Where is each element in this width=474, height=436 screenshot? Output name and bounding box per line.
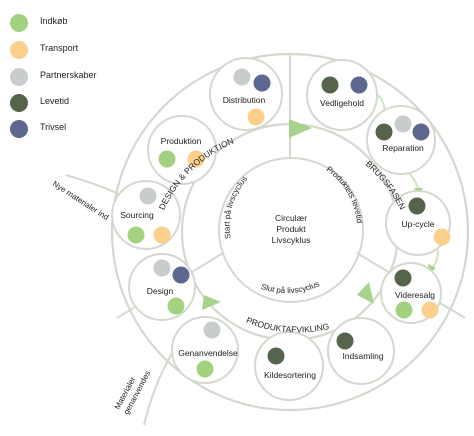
indkob-dot-icon: [196, 360, 214, 378]
legend: Indkøb Transport Partnerskaber Levetid T…: [0, 0, 140, 140]
trivsel-dot-icon: [10, 120, 28, 138]
ring-arrow-icon: [357, 282, 374, 304]
center-title-line2: Produkt: [276, 224, 306, 234]
node-videresalg: Videresalg: [380, 262, 442, 324]
indkob-dot-icon: [127, 226, 145, 244]
node-kildesortering: Kildesortering: [254, 331, 324, 401]
partnerskaber-dot-icon: [10, 68, 28, 86]
indkob-dot-icon: [167, 297, 185, 315]
trivsel-dot-icon: [172, 266, 190, 284]
center-title-line1: Circulær: [275, 213, 307, 223]
node-label: Sourcing: [120, 210, 154, 220]
transport-dot-icon: [433, 228, 451, 246]
legend-label: Levetid: [40, 96, 70, 106]
legend-label: Partnerskaber: [40, 70, 97, 80]
levetid-dot-icon: [408, 197, 426, 215]
node-circle: [306, 59, 378, 131]
legend-label: Transport: [40, 43, 79, 53]
node-circle: [209, 57, 283, 131]
node-label: Design: [147, 286, 174, 296]
indkob-dot-icon: [395, 301, 413, 319]
nye-materialer-label: Nye materialer ind: [51, 179, 110, 222]
node-label: Videresalg: [395, 290, 435, 300]
produktets-levetid-label: Produktets levetid: [325, 164, 364, 223]
indkob-dot-icon: [158, 150, 176, 168]
node-circle: [254, 331, 324, 401]
indkob-dot-icon: [10, 14, 28, 32]
node-circle: [171, 316, 239, 384]
node-vedligehold: Vedligehold: [306, 59, 378, 131]
phase-label-afvikling: PRODUKTAFVIKLING: [245, 315, 330, 335]
trivsel-dot-icon: [350, 76, 368, 94]
node-label: Up-cycle: [401, 219, 434, 229]
node-reparation: Reparation: [366, 105, 436, 175]
node-label: Kildesortering: [264, 370, 316, 380]
node-label: Genanvendelse: [178, 348, 238, 358]
node-produktion: Produktion: [147, 115, 217, 185]
node-sourcing: Sourcing: [111, 180, 181, 250]
node-label: Indsamling: [342, 351, 383, 361]
partnerskaber-dot-icon: [153, 259, 171, 277]
partnerskaber-dot-icon: [394, 115, 412, 133]
node-genanvendelse: Genanvendelse: [171, 316, 239, 384]
start-label: Start på livscyclus: [222, 174, 249, 239]
ring-arrow-icon: [202, 295, 221, 310]
transport-dot-icon: [10, 41, 28, 59]
node-label: Distribution: [223, 95, 266, 105]
partnerskaber-dot-icon: [203, 321, 221, 339]
levetid-dot-icon: [375, 123, 393, 141]
transport-dot-icon: [153, 226, 171, 244]
node-indsamling: Indsamling: [327, 317, 395, 385]
node-design: Design: [128, 253, 196, 321]
node-upcycle: Up-cycle: [385, 190, 451, 256]
legend-label: Trivsel: [40, 122, 67, 132]
node-distribution: Distribution: [209, 57, 283, 131]
levetid-dot-icon: [336, 332, 354, 350]
transport-dot-icon: [187, 150, 205, 168]
node-circle: [366, 105, 436, 175]
node-label: Produktion: [161, 136, 202, 146]
partnerskaber-dot-icon: [233, 68, 251, 86]
partnerskaber-dot-icon: [139, 187, 157, 205]
center-title-line3: Livscyklus: [272, 235, 311, 245]
node-label: Vedligehold: [320, 98, 364, 108]
legend-label: Indkøb: [40, 16, 68, 26]
transport-dot-icon: [247, 108, 265, 126]
trivsel-dot-icon: [412, 123, 430, 141]
node-connector: [431, 249, 439, 269]
levetid-dot-icon: [10, 94, 28, 112]
node-label: Reparation: [382, 143, 424, 153]
levetid-dot-icon: [321, 76, 339, 94]
trivsel-dot-icon: [253, 74, 271, 92]
levetid-dot-icon: [394, 269, 412, 287]
slut-label: Slut på livscyclus: [260, 279, 321, 295]
levetid-dot-icon: [267, 347, 285, 365]
transport-dot-icon: [421, 301, 439, 319]
ring-arrow-icon: [289, 119, 312, 138]
